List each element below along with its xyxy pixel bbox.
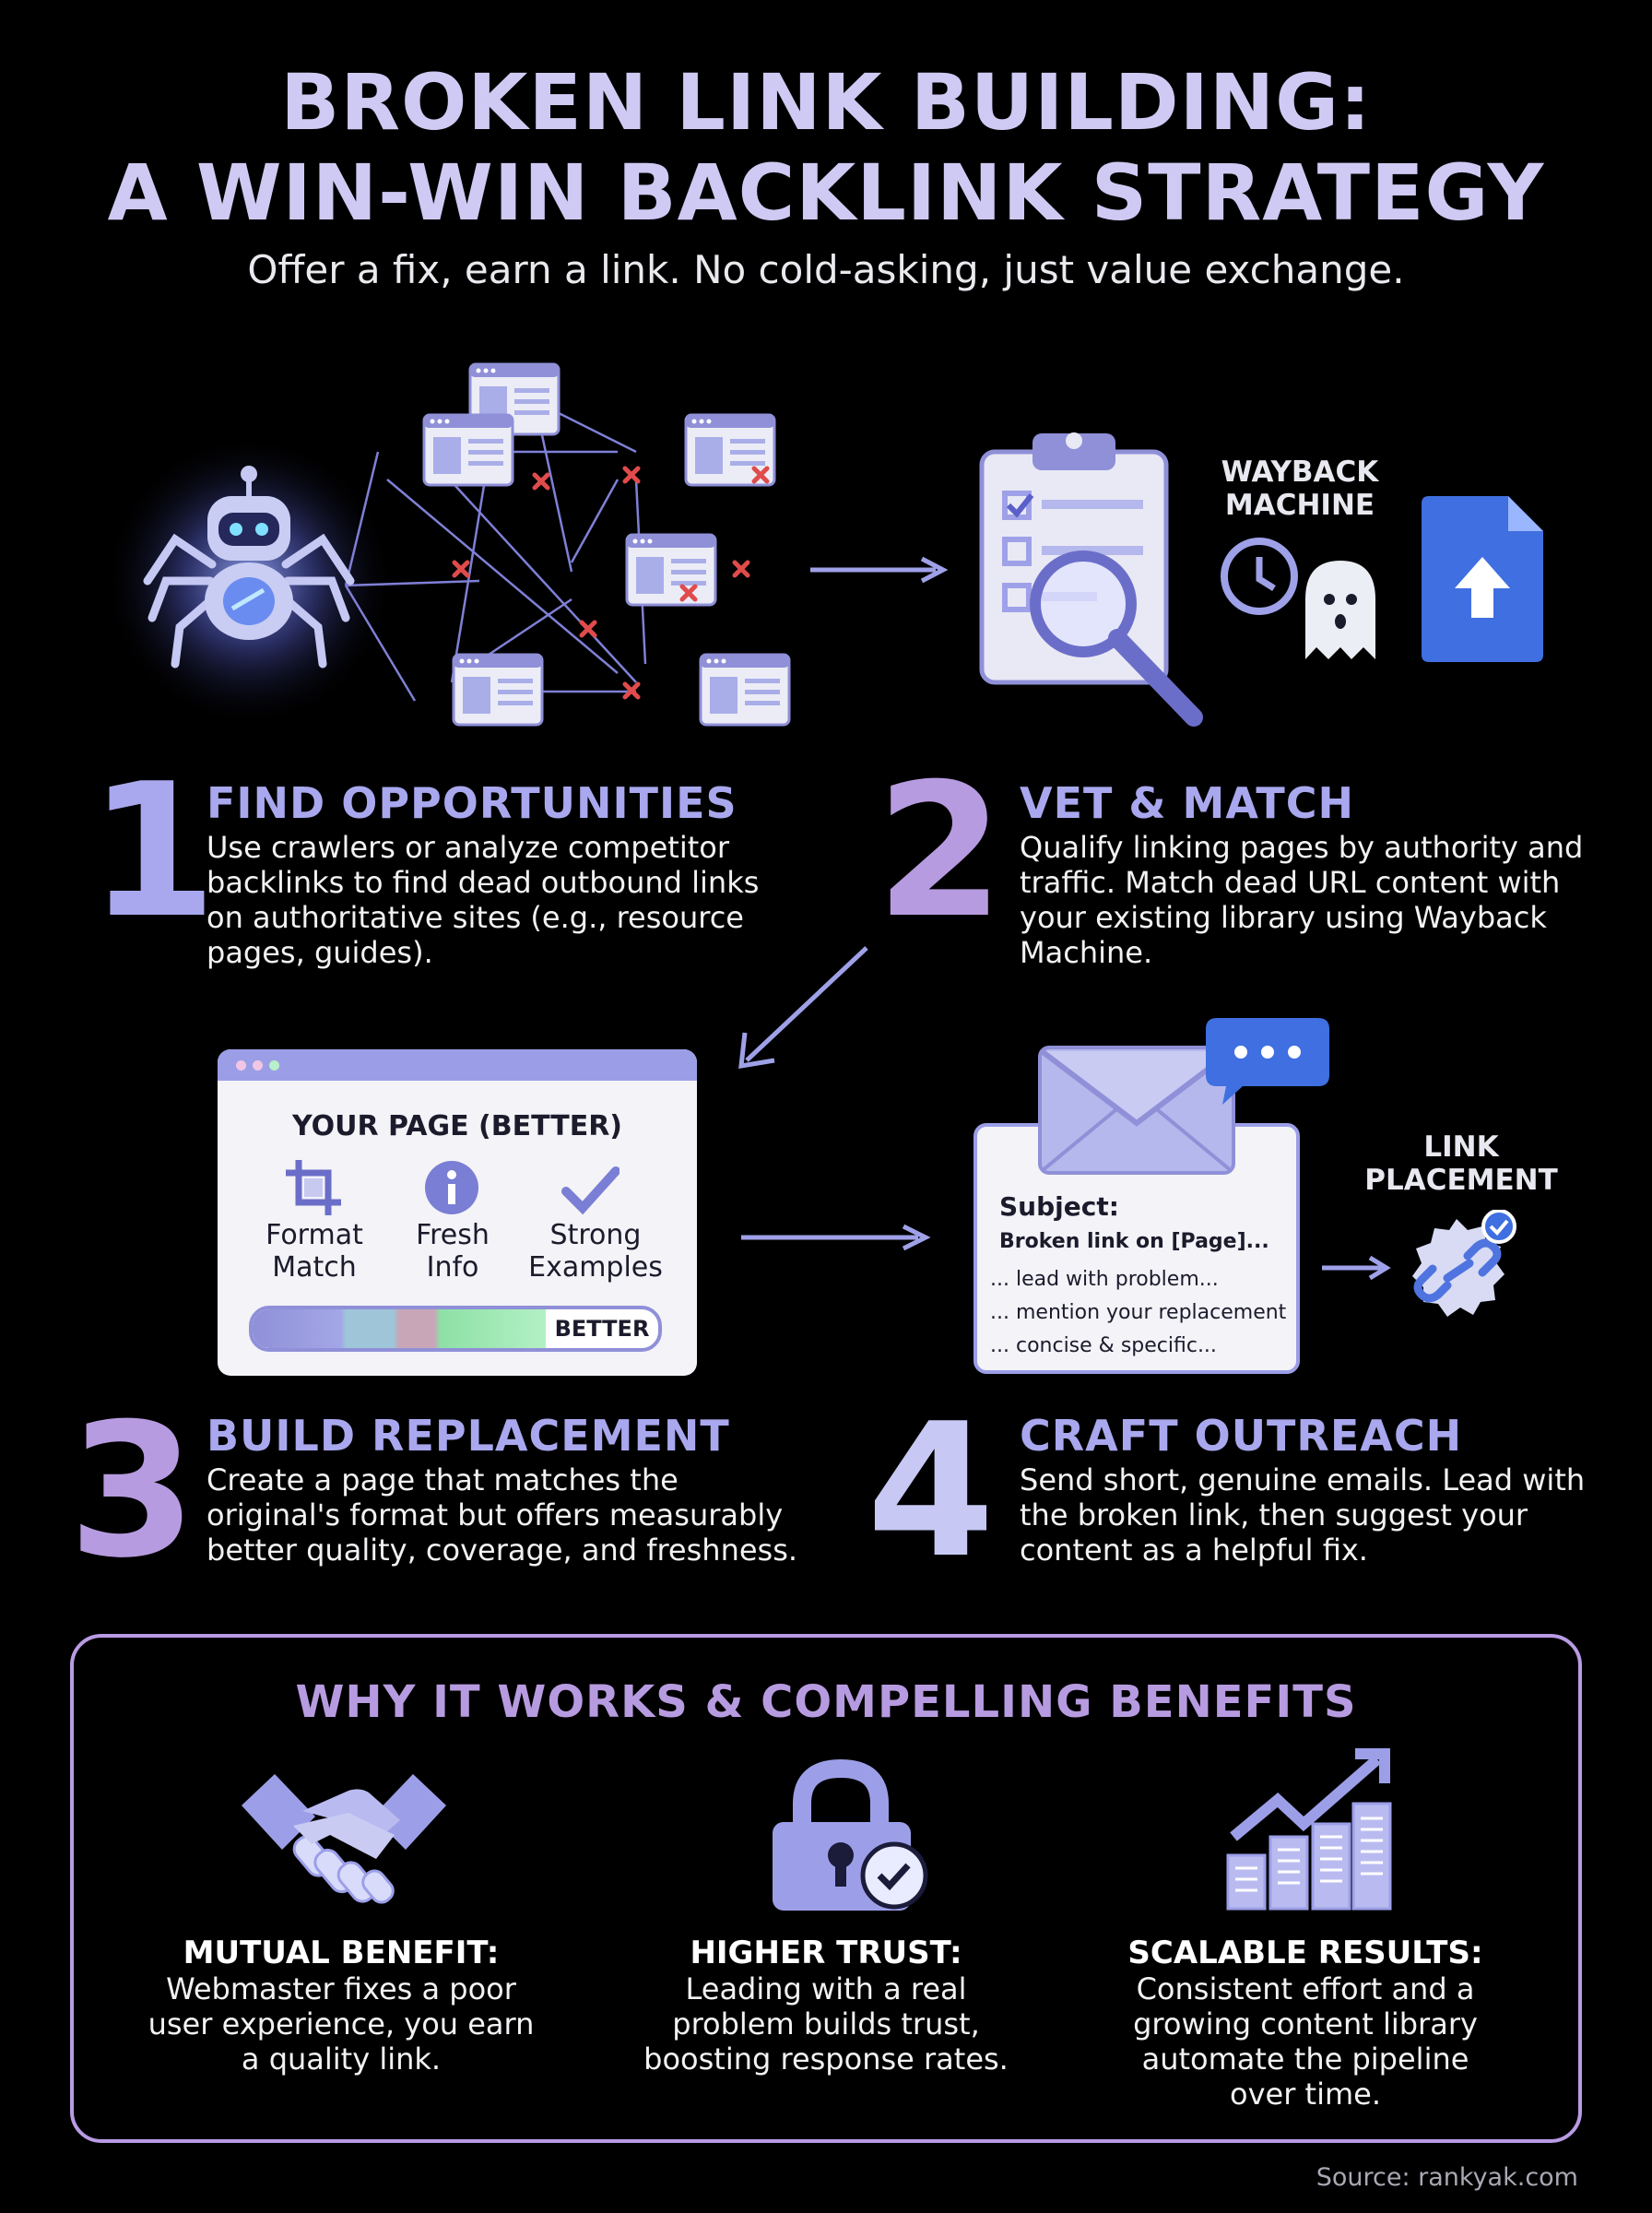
source-credit: Source: rankyak.com (1316, 2163, 1578, 2192)
step-3-number: 3 (68, 1384, 197, 1599)
step-4-heading: CRAFT OUTREACH (1020, 1411, 1463, 1461)
benefit-line: Consistent effort and a (1136, 1971, 1475, 2006)
step-1-line: pages, guides). (206, 935, 433, 970)
step-3-line: original's format but offers measurably (206, 1497, 784, 1533)
check-icon (561, 1166, 620, 1215)
clipboard-search-icon (979, 432, 1203, 727)
step-2-line: Machine. (1020, 935, 1153, 970)
benefit-line: boosting response rates. (643, 2041, 1009, 2077)
upload-document-icon (1422, 496, 1543, 662)
growth-chart-icon (1226, 1748, 1392, 1911)
wayback-label: WAYBACK MACHINE (1208, 456, 1392, 522)
link-placement-label: LINK PLACEMENT (1355, 1130, 1567, 1197)
benefit-line: user experience, you earn (148, 2006, 535, 2041)
feature-label: Strong (549, 1219, 642, 1251)
quality-bar-fill (253, 1309, 546, 1348)
crop-icon (286, 1160, 341, 1215)
handshake-icon (242, 1774, 446, 1904)
wayback-label-line-1: WAYBACK (1221, 456, 1379, 489)
benefit-line: automate the pipeline (1141, 2041, 1469, 2077)
step-3-heading: BUILD REPLACEMENT (206, 1411, 730, 1461)
quality-bar-label: BETTER (554, 1316, 650, 1342)
window-dot-icon (236, 1060, 246, 1071)
step-2-line: Qualify linking pages by authority and (1020, 830, 1584, 865)
card-titlebar (218, 1049, 697, 1081)
arrow-down-left-icon (738, 946, 868, 1070)
quality-bar: BETTER (249, 1306, 662, 1352)
benefit-2-title: HIGHER TRUST: (690, 1935, 962, 1971)
title-line-2: A WIN-WIN BACKLINK STRATEGY (107, 148, 1545, 238)
email-line: ... concise & specific... (990, 1334, 1217, 1357)
benefit-line: growing content library (1133, 2006, 1478, 2041)
benefit-2-body: Leading with a real problem builds trust… (614, 1971, 1038, 2077)
benefits-heading: WHY IT WORKS & COMPELLING BENEFITS (295, 1676, 1357, 1728)
email-subject-line: Broken link on [Page]... (999, 1230, 1269, 1253)
arrow-right-icon (741, 1224, 931, 1251)
email-line: ... mention your replacement (990, 1301, 1287, 1324)
step-3-body: Create a page that matches the original'… (206, 1462, 797, 1568)
step-1-body: Use crawlers or analyze competitor backl… (206, 830, 759, 970)
your-page-title: YOUR PAGE (BETTER) (291, 1110, 623, 1142)
info-icon (425, 1161, 478, 1214)
clock-ghost-icon (1221, 538, 1375, 659)
benefit-line: Leading with a real (685, 1971, 967, 2006)
benefit-3-title: SCALABLE RESULTS: (1127, 1935, 1483, 1971)
step-2-number: 2 (876, 744, 1005, 959)
crawler-network-illustration (111, 362, 791, 728)
step-4-number: 4 (867, 1384, 996, 1599)
benefit-3-body: Consistent effort and a growing content … (1093, 1971, 1517, 2112)
benefit-line: a quality link. (241, 2041, 442, 2077)
benefit-line: problem builds trust, (672, 2006, 980, 2041)
envelope-chat-icon (1038, 1018, 1329, 1175)
step-4-line: content as a helpful fix. (1020, 1533, 1368, 1568)
link-badge-icon (1322, 1210, 1516, 1317)
step-2-line: your existing library using Wayback (1020, 900, 1547, 935)
email-subject-label: Subject: (999, 1191, 1119, 1222)
link-placement-line-2: PLACEMENT (1364, 1164, 1558, 1197)
benefits-panel (70, 1634, 1582, 2143)
step-4-line: the broken link, then suggest your (1020, 1497, 1528, 1533)
lock-check-icon (773, 1759, 928, 1911)
benefit-line: Webmaster fixes a poor (166, 1971, 516, 2006)
feature-label: Fresh (416, 1219, 490, 1251)
step-4-line: Send short, genuine emails. Lead with (1020, 1462, 1586, 1497)
subtitle: Offer a fix, earn a link. No cold-asking… (247, 247, 1405, 292)
step-4-body: Send short, genuine emails. Lead with th… (1020, 1462, 1585, 1568)
window-dot-icon (253, 1060, 263, 1071)
benefit-1-title: MUTUAL BENEFIT: (183, 1935, 500, 1971)
step-1-number: 1 (88, 744, 218, 959)
step-1-line: backlinks to find dead outbound links (206, 865, 760, 900)
step-2-body: Qualify linking pages by authority and t… (1020, 830, 1583, 970)
your-page-card: YOUR PAGE (BETTER) Format Match Fresh In… (218, 1049, 697, 1376)
email-line: ... lead with problem... (990, 1268, 1219, 1291)
feature-label: Info (426, 1251, 479, 1284)
window-dot-icon (269, 1060, 279, 1071)
email-body-lines: ... lead with problem... ... mention you… (990, 1263, 1286, 1363)
feature-label: Format (266, 1219, 363, 1251)
feature-fresh-info: Fresh Info (374, 1219, 531, 1284)
feature-label: Examples (528, 1251, 663, 1284)
arrow-right-icon (810, 556, 949, 584)
step-2-line: traffic. Match dead URL content with (1020, 865, 1561, 900)
step-3-line: better quality, coverage, and freshness. (206, 1533, 798, 1568)
feature-label: Match (272, 1251, 357, 1284)
robot-spider-icon (143, 466, 355, 669)
link-placement-line-1: LINK (1423, 1130, 1499, 1164)
step-1-heading: FIND OPPORTUNITIES (206, 778, 738, 828)
feature-strong-examples: Strong Examples (517, 1219, 674, 1284)
step-3-line: Create a page that matches the (206, 1462, 678, 1497)
step-2-heading: VET & MATCH (1020, 778, 1354, 828)
feature-format-match: Format Match (236, 1219, 393, 1284)
title-line-1: BROKEN LINK BUILDING: (280, 57, 1372, 148)
step-1-line: Use crawlers or analyze competitor (206, 830, 730, 865)
benefit-1-body: Webmaster fixes a poor user experience, … (129, 1971, 553, 2077)
step-1-line: on authoritative sites (e.g., resource (206, 900, 744, 935)
wayback-label-line-2: MACHINE (1224, 489, 1375, 522)
benefit-line: over time. (1230, 2077, 1381, 2112)
